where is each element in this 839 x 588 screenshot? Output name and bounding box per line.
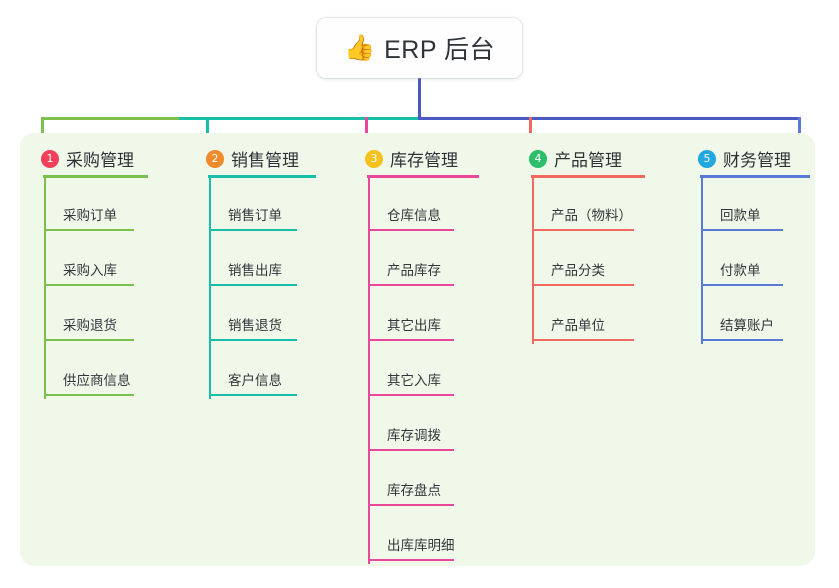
branch-underline — [43, 175, 148, 178]
branch-leaf-underline — [44, 284, 134, 286]
branch-leaf-产品库存[interactable]: 产品库存 — [365, 250, 473, 286]
branch-leaf-label: 结算账户 — [720, 318, 774, 333]
branch-leaf-label: 供应商信息 — [63, 373, 131, 388]
branch-leaf-产品分类[interactable]: 产品分类 — [529, 250, 653, 286]
branch-number-badge: 4 — [529, 149, 547, 168]
bus-segment-green — [41, 117, 181, 120]
branch-leaf-underline — [209, 229, 297, 231]
branch-leaf-仓库信息[interactable]: 仓库信息 — [365, 195, 473, 231]
branch-leaf-label: 销售出库 — [228, 263, 282, 278]
branch-leaf-underline — [368, 229, 454, 231]
branch-leaf-underline — [701, 284, 783, 286]
branch-leaf-出库库明细[interactable]: 出库库明细 — [365, 525, 473, 561]
branch-title: 采购管理 — [66, 151, 134, 170]
branch-leaf-结算账户[interactable]: 结算账户 — [698, 305, 802, 341]
branch-leaf-underline — [44, 394, 134, 396]
branch-leaf-其它出库[interactable]: 其它出库 — [365, 305, 473, 341]
branch-header-财务管理[interactable]: 5 财务管理 — [698, 146, 791, 171]
branch-leaf-underline — [368, 504, 454, 506]
branch-leaf-label: 产品（物料） — [551, 208, 632, 223]
branch-leaf-underline — [532, 339, 634, 341]
branch-spine — [368, 178, 370, 564]
branch-underline — [531, 175, 645, 178]
root-title: ERP 后台 — [384, 36, 496, 64]
bus-segment-blue — [418, 117, 801, 120]
branch-leaf-产品单位[interactable]: 产品单位 — [529, 305, 653, 341]
branch-number-badge: 5 — [698, 149, 716, 168]
branch-title: 库存管理 — [390, 151, 458, 170]
branch-leaf-label: 其它入库 — [387, 373, 441, 388]
branch-title: 销售管理 — [231, 151, 299, 170]
trunk-line — [418, 78, 421, 119]
branch-leaf-采购退货[interactable]: 采购退货 — [41, 305, 153, 341]
branch-leaf-underline — [368, 559, 454, 561]
branch-leaf-销售出库[interactable]: 销售出库 — [206, 250, 316, 286]
branch-leaf-underline — [368, 284, 454, 286]
branch-leaf-underline — [209, 284, 297, 286]
branch-leaf-underline — [209, 394, 297, 396]
branch-leaf-label: 其它出库 — [387, 318, 441, 333]
branch-header-库存管理[interactable]: 3 库存管理 — [365, 146, 458, 171]
branch-leaf-label: 产品分类 — [551, 263, 605, 278]
branch-leaf-underline — [209, 339, 297, 341]
branch-leaf-label: 付款单 — [720, 263, 761, 278]
branch-header-采购管理[interactable]: 1 采购管理 — [41, 146, 134, 171]
branch-leaf-underline — [368, 449, 454, 451]
branch-leaf-label: 客户信息 — [228, 373, 282, 388]
branch-header-销售管理[interactable]: 2 销售管理 — [206, 146, 299, 171]
branch-leaf-销售订单[interactable]: 销售订单 — [206, 195, 316, 231]
branch-number-badge: 3 — [365, 149, 383, 168]
branch-leaf-label: 产品单位 — [551, 318, 605, 333]
thumbs-up-icon: 👍 — [343, 33, 376, 62]
branch-leaf-其它入库[interactable]: 其它入库 — [365, 360, 473, 396]
branch-underline — [208, 175, 316, 178]
branch-leaf-产品（物料）[interactable]: 产品（物料） — [529, 195, 653, 231]
branch-leaf-underline — [532, 284, 634, 286]
branch-leaf-underline — [532, 229, 634, 231]
branch-leaf-underline — [44, 339, 134, 341]
branch-header-产品管理[interactable]: 4 产品管理 — [529, 146, 622, 171]
branch-number-badge: 1 — [41, 149, 59, 168]
branch-underline — [700, 175, 810, 178]
root-title-card[interactable]: 👍 ERP 后台 — [317, 18, 522, 78]
branch-spine — [701, 178, 703, 344]
branch-leaf-label: 仓库信息 — [387, 208, 441, 223]
branch-leaf-label: 采购退货 — [63, 318, 117, 333]
branch-leaf-label: 销售订单 — [228, 208, 282, 223]
branch-spine — [532, 178, 534, 344]
branch-leaf-label: 回款单 — [720, 208, 761, 223]
branch-leaf-label: 采购订单 — [63, 208, 117, 223]
branch-leaf-label: 产品库存 — [387, 263, 441, 278]
branch-leaf-库存调拨[interactable]: 库存调拨 — [365, 415, 473, 451]
branch-leaf-underline — [701, 229, 783, 231]
branch-spine — [44, 178, 46, 399]
branches-panel — [20, 133, 815, 566]
branch-leaf-underline — [368, 339, 454, 341]
branch-leaf-underline — [44, 229, 134, 231]
branch-leaf-label: 出库库明细 — [387, 538, 455, 553]
branch-leaf-采购订单[interactable]: 采购订单 — [41, 195, 153, 231]
branch-leaf-库存盘点[interactable]: 库存盘点 — [365, 470, 473, 506]
branch-title: 财务管理 — [723, 151, 791, 170]
branch-title: 产品管理 — [554, 151, 622, 170]
branch-leaf-回款单[interactable]: 回款单 — [698, 195, 802, 231]
branch-leaf-采购入库[interactable]: 采购入库 — [41, 250, 153, 286]
branch-leaf-label: 采购入库 — [63, 263, 117, 278]
branch-spine — [209, 178, 211, 399]
branch-number-badge: 2 — [206, 149, 224, 168]
branch-underline — [367, 175, 479, 178]
branch-leaf-销售退货[interactable]: 销售退货 — [206, 305, 316, 341]
branch-leaf-label: 销售退货 — [228, 318, 282, 333]
branch-leaf-付款单[interactable]: 付款单 — [698, 250, 802, 286]
branch-leaf-underline — [368, 394, 454, 396]
branch-leaf-label: 库存调拨 — [387, 428, 441, 443]
branch-leaf-供应商信息[interactable]: 供应商信息 — [41, 360, 153, 396]
branch-leaf-客户信息[interactable]: 客户信息 — [206, 360, 316, 396]
bus-segment-teal — [179, 117, 421, 120]
branch-leaf-label: 库存盘点 — [387, 483, 441, 498]
branch-leaf-underline — [701, 339, 783, 341]
